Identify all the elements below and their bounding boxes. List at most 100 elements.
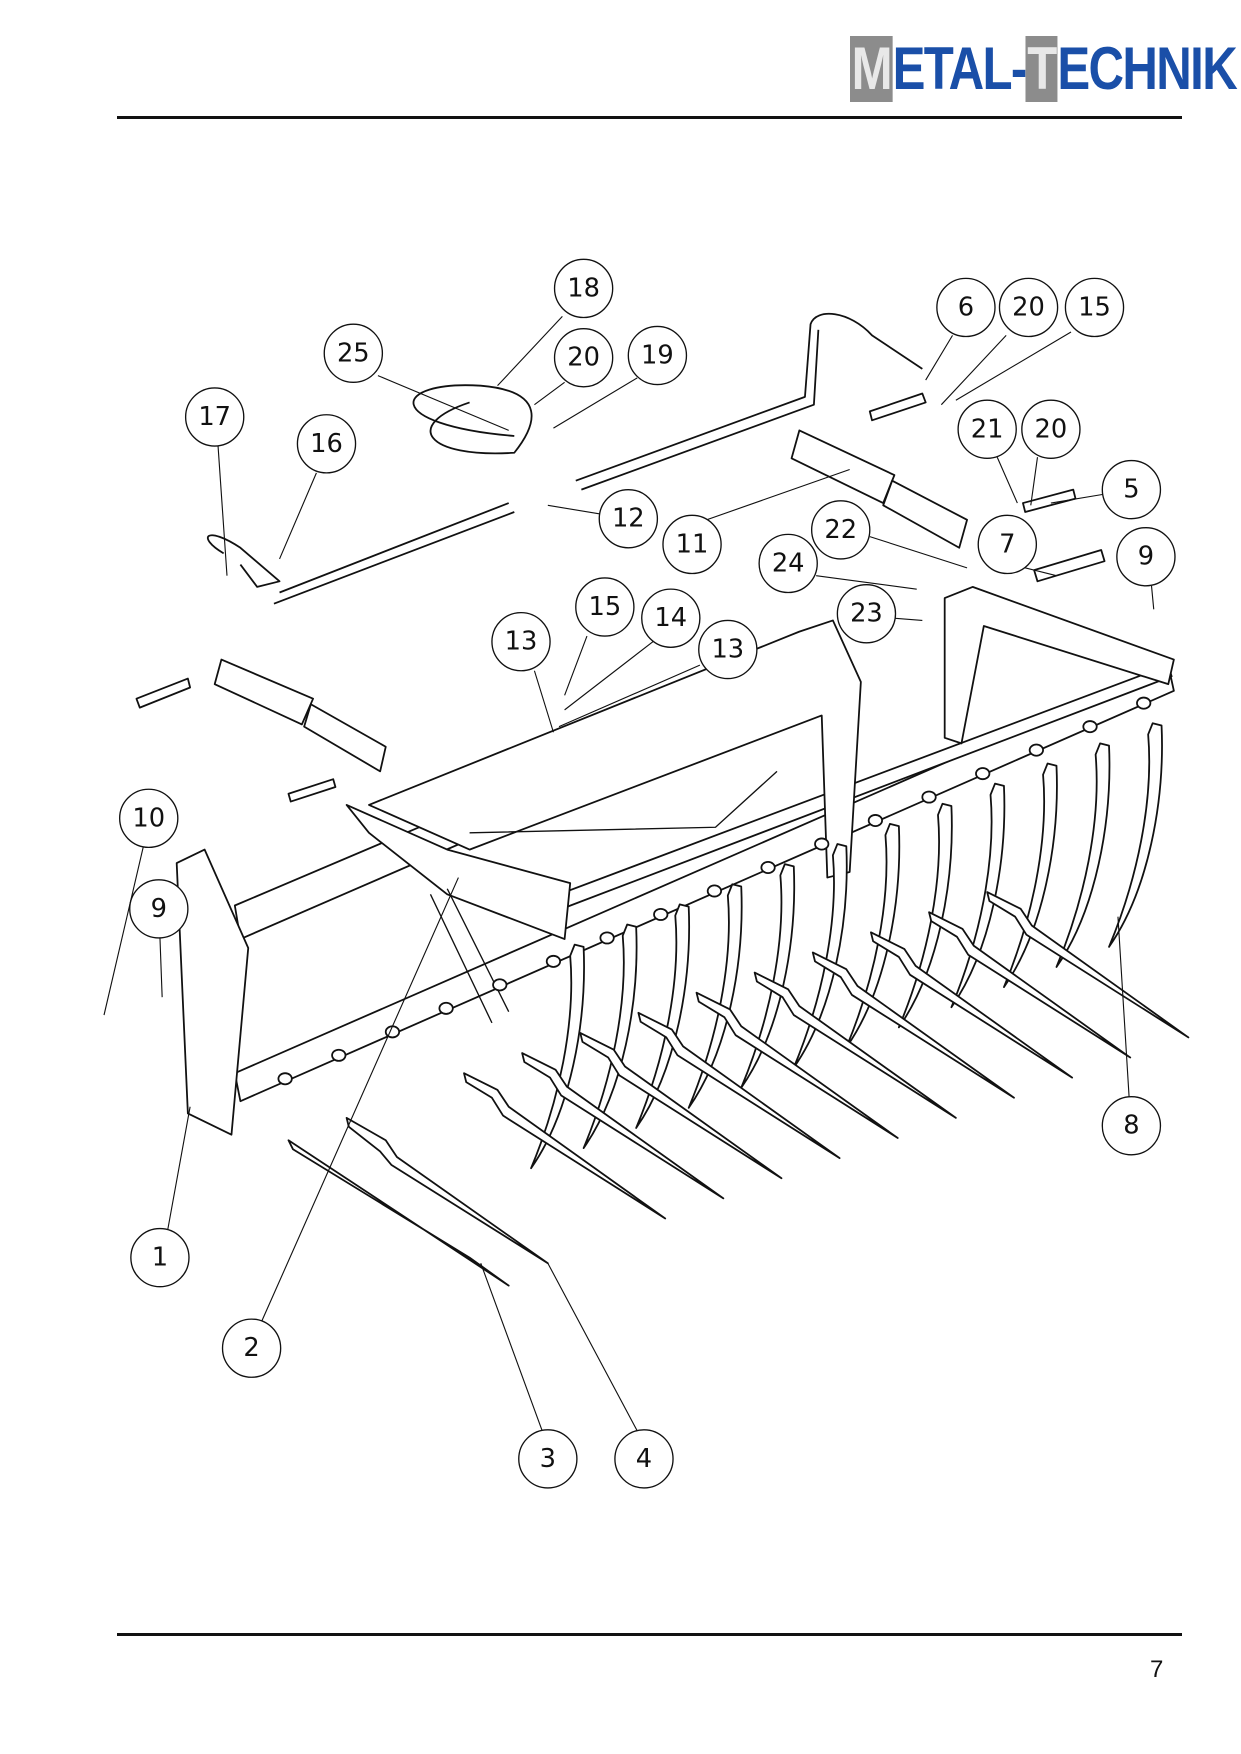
header-divider bbox=[117, 116, 1182, 119]
beam-bolt-holes bbox=[277, 696, 1152, 1086]
callout-circle bbox=[627, 325, 688, 386]
bolt-hole bbox=[599, 931, 615, 945]
curved-tine bbox=[1108, 722, 1163, 948]
bolt-hole bbox=[706, 884, 723, 898]
callout-11: 11 bbox=[662, 514, 722, 575]
callout-circle bbox=[641, 588, 701, 648]
callout-number: 14 bbox=[654, 603, 687, 633]
bolt-hole bbox=[438, 1001, 454, 1015]
callout-circle bbox=[184, 387, 245, 447]
callout-number: 10 bbox=[132, 803, 165, 833]
callout-number: 23 bbox=[850, 599, 883, 629]
callout-circle bbox=[1101, 1095, 1162, 1156]
logo-letter-m: M bbox=[850, 35, 893, 102]
headstock-a-frame bbox=[345, 804, 572, 940]
callout-circle bbox=[957, 399, 1017, 460]
callout-circle bbox=[698, 619, 758, 680]
straight-tine bbox=[521, 1052, 725, 1200]
callout-circle bbox=[1116, 526, 1176, 587]
callout-20: 20 bbox=[1021, 399, 1081, 460]
callout-number: 1 bbox=[152, 1243, 168, 1273]
callout-circle bbox=[130, 1227, 190, 1288]
callout-number: 4 bbox=[636, 1444, 652, 1474]
curved-tine bbox=[635, 903, 690, 1129]
callout-20: 20 bbox=[998, 277, 1059, 338]
right-side-frame bbox=[943, 586, 1175, 745]
callout-number: 13 bbox=[711, 635, 744, 665]
callout-circle bbox=[836, 583, 897, 644]
callout-21: 21 bbox=[957, 399, 1017, 460]
curved-tine bbox=[950, 782, 1006, 1009]
callout-number: 7 bbox=[999, 529, 1015, 559]
callout-circle bbox=[323, 323, 384, 383]
callout-9: 9 bbox=[1116, 526, 1176, 587]
hydraulic-pipe-left bbox=[206, 502, 515, 605]
callout-number: 2 bbox=[243, 1333, 259, 1363]
curved-tine bbox=[687, 883, 743, 1109]
lower-tine-beam bbox=[233, 664, 1175, 1103]
callout-circle bbox=[119, 788, 179, 849]
leader-lines bbox=[103, 315, 1155, 1432]
callout-number: 12 bbox=[612, 504, 645, 534]
callout-circle bbox=[758, 533, 818, 594]
diagonal-strut bbox=[469, 770, 778, 834]
upper-rear-beam bbox=[368, 619, 862, 879]
callout-number: 21 bbox=[971, 414, 1004, 444]
callout-24: 24 bbox=[758, 533, 818, 594]
callout-2: 2 bbox=[221, 1318, 282, 1378]
callout-16: 16 bbox=[296, 414, 357, 474]
pin-top bbox=[868, 392, 927, 422]
callout-number: 20 bbox=[567, 343, 600, 373]
callout-22: 22 bbox=[810, 500, 871, 560]
logo-text-part: ECHNIK bbox=[1057, 35, 1237, 102]
curved-tine bbox=[792, 843, 848, 1069]
left-side-plate bbox=[175, 848, 250, 1136]
callout-number: 20 bbox=[1012, 292, 1045, 322]
callout-number: 8 bbox=[1123, 1111, 1139, 1141]
callout-circle bbox=[1064, 277, 1125, 338]
callout-circle bbox=[296, 414, 357, 474]
callout-3: 3 bbox=[518, 1429, 578, 1489]
straight-tine bbox=[753, 971, 957, 1119]
manure-fork-drawing bbox=[135, 312, 1190, 1287]
callout-13: 13 bbox=[491, 611, 551, 672]
callout-13: 13 bbox=[698, 619, 758, 680]
hydraulic-pipe-right bbox=[575, 312, 923, 491]
callout-number: 25 bbox=[337, 338, 370, 368]
callout-circle bbox=[518, 1429, 578, 1489]
callout-number: 13 bbox=[505, 627, 538, 657]
bolt-hole bbox=[867, 814, 883, 828]
curved-tine bbox=[1055, 742, 1111, 968]
callout-circle bbox=[936, 277, 996, 338]
callout-14: 14 bbox=[641, 588, 701, 648]
tines bbox=[463, 722, 1190, 1220]
hydraulic-hose-loop bbox=[412, 384, 533, 455]
callout-circle bbox=[977, 514, 1038, 575]
bolt-hole bbox=[1136, 696, 1152, 710]
callout-circle bbox=[662, 514, 722, 575]
threaded-tine bbox=[345, 1117, 549, 1265]
callout-circle bbox=[221, 1318, 282, 1378]
callout-circle bbox=[553, 327, 614, 388]
bolt-hole bbox=[1028, 743, 1044, 757]
callout-20: 20 bbox=[553, 327, 614, 388]
callout-number: 15 bbox=[588, 592, 621, 622]
callout-18: 18 bbox=[553, 258, 614, 319]
callout-6: 6 bbox=[936, 277, 996, 338]
straight-tine bbox=[928, 911, 1132, 1059]
callout-9: 9 bbox=[129, 879, 189, 939]
callout-circle bbox=[1101, 459, 1162, 520]
footer-divider bbox=[117, 1633, 1182, 1636]
straight-tine bbox=[463, 1072, 667, 1220]
callout-number: 5 bbox=[1123, 475, 1139, 505]
bolt-hole bbox=[492, 978, 508, 992]
callout-17: 17 bbox=[184, 387, 245, 447]
straight-tine bbox=[986, 891, 1190, 1039]
callout-5: 5 bbox=[1101, 459, 1162, 520]
straight-tine bbox=[637, 1011, 841, 1160]
straight-tine bbox=[287, 1139, 510, 1287]
pin-middle bbox=[287, 778, 337, 803]
callout-8: 8 bbox=[1101, 1095, 1162, 1156]
